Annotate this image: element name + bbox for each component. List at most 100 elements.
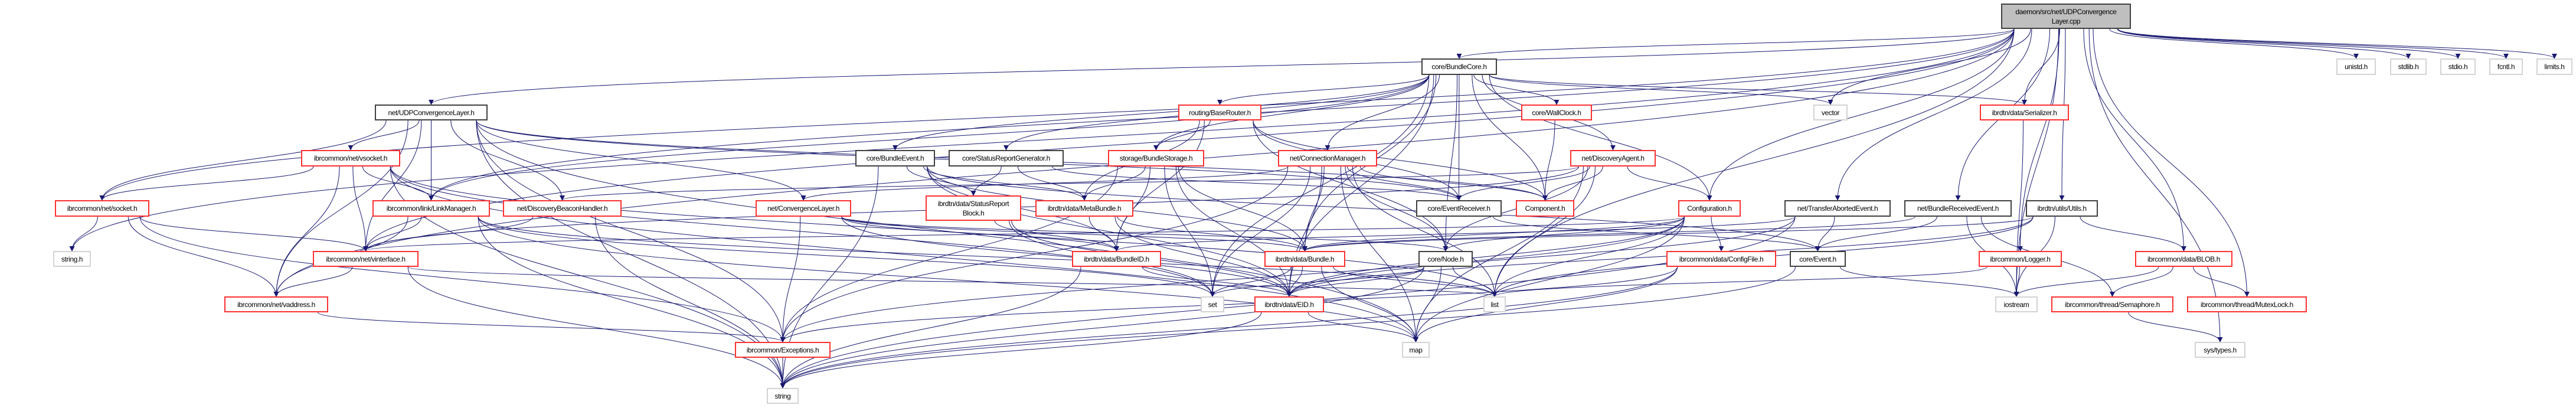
graph-node: core/BundleCore.h <box>1421 58 1497 75</box>
dependency-edge <box>780 266 1678 389</box>
dependency-edge <box>560 166 1579 201</box>
graph-node[interactable]: ibrcommon/data/ConfigFile.h <box>1666 251 1776 267</box>
dependency-edge <box>390 166 1215 297</box>
dependency-edge <box>1286 216 2034 297</box>
graph-node[interactable]: routing/BaseRouter.h <box>1178 105 1261 120</box>
graph-node: string <box>767 388 799 404</box>
graph-node[interactable]: ibrdtn/data/StatusReport Block.h <box>926 195 1021 221</box>
dependency-edge <box>841 216 1307 252</box>
graph-node[interactable]: storage/BundleStorage.h <box>1108 150 1204 167</box>
graph-node[interactable]: net/ConnectionManager.h <box>1278 150 1377 167</box>
dependency-edge <box>994 220 1119 252</box>
dependency-edge <box>1492 216 1685 297</box>
dependency-edge <box>1815 216 1835 252</box>
dependency-edge <box>317 312 786 342</box>
graph-node[interactable]: ibrcommon/thread/MutexLock.h <box>2187 296 2307 312</box>
dependency-edge <box>780 216 801 342</box>
graph-node[interactable]: ibrcommon/Logger.h <box>1979 251 2062 267</box>
graph-node[interactable]: ibrdtn/data/Serializer.h <box>1980 105 2069 120</box>
graph-node[interactable]: ibrcommon/net/vsocket.h <box>301 150 400 167</box>
dependency-edge <box>429 28 2015 105</box>
dependency-edge <box>2013 266 2159 297</box>
dependency-edge <box>2110 266 2173 297</box>
dependency-edge <box>1142 266 1292 297</box>
dependency-edge <box>780 312 1262 389</box>
dependency-edge <box>352 166 368 252</box>
dependency-edge <box>1413 266 1441 342</box>
dependency-edge <box>1217 74 1430 105</box>
dependency-edge <box>1302 216 1685 252</box>
dependency-edge <box>841 216 1292 297</box>
dependency-edge <box>1711 216 1724 252</box>
dependency-edge <box>2088 28 2223 342</box>
graph-node: stdio.h <box>2440 58 2476 75</box>
graph-node[interactable]: ibrcommon/thread/Semaphore.h <box>2051 296 2173 312</box>
dependency-edge <box>1456 166 1590 201</box>
dependency-edge <box>2128 312 2223 342</box>
graph-node[interactable]: ibrdtn/data/BundleID.h <box>1072 251 1161 267</box>
graph-node[interactable]: ibrdtn/data/MetaBundle.h <box>1035 200 1133 217</box>
dependency-edge <box>2117 28 2411 59</box>
dependency-edge <box>128 216 279 297</box>
graph-node[interactable]: ibrcommon/link/LinkManager.h <box>372 200 490 217</box>
dependency-edge <box>1325 74 1440 151</box>
dependency-edge <box>1493 216 1820 252</box>
dependency-edge <box>407 266 786 389</box>
graph-node[interactable]: net/DiscoveryBeaconHandler.h <box>503 200 622 217</box>
graph-node: set <box>1201 296 1224 312</box>
dependency-edge <box>841 216 1119 252</box>
dependency-edge <box>273 120 408 297</box>
dependency-edge <box>1175 166 1292 297</box>
graph-node[interactable]: ibrcommon/net/socket.h <box>55 200 149 217</box>
dependency-edge <box>1153 120 1211 151</box>
graph-node[interactable]: ibrcommon/net/vaddress.h <box>224 296 328 312</box>
graph-node[interactable]: ibrcommon/Exceptions.h <box>735 342 831 358</box>
dependency-edge <box>1302 216 1915 252</box>
dependency-edge <box>927 166 1820 252</box>
dependency-edge <box>1321 266 1418 342</box>
graph-node[interactable]: Component.h <box>1516 200 1574 217</box>
dependency-edge <box>2093 28 2250 297</box>
dependency-edge <box>1443 216 1685 252</box>
graph-node[interactable]: ibrcommon/net/vinterface.h <box>313 251 419 267</box>
graph-node: fcntl.h <box>2489 58 2523 75</box>
dependency-edge <box>1492 28 2015 297</box>
dependency-edge <box>1117 216 1307 252</box>
graph-node: net/TransferAbortedEvent.h <box>1784 200 1891 217</box>
graph-node: iostream <box>1995 296 2038 312</box>
graph-node[interactable]: ibrdtn/data/EID.h <box>1254 296 1324 312</box>
graph-node[interactable]: ibrdtn/data/Bundle.h <box>1264 251 1345 267</box>
graph-node: limits.h <box>2536 58 2572 75</box>
dependency-edge <box>893 74 1430 151</box>
dependency-edge <box>429 74 1430 201</box>
graph-node[interactable]: ibrcommon/data/BLOB.h <box>2135 251 2232 267</box>
dependency-edge <box>927 166 1119 252</box>
dependency-edge <box>273 266 353 297</box>
graph-node[interactable]: Configuration.h <box>1678 200 1741 217</box>
graph-node: list <box>1483 296 1506 312</box>
graph-node[interactable]: net/DiscoveryAgent.h <box>1570 150 1656 167</box>
dependency-edge <box>1492 266 1987 297</box>
dependency-edge <box>478 216 786 389</box>
dependency-edge <box>1114 216 1292 297</box>
dependency-edge <box>1489 74 1712 201</box>
graph-node: core/StatusReportGenerator.h <box>949 150 1064 167</box>
dependency-edge <box>780 216 1685 342</box>
dependency-edge <box>1340 166 1418 342</box>
dependency-edge <box>2109 28 2359 59</box>
graph-node: core/BundleEvent.h <box>855 150 935 167</box>
dependency-edge <box>1815 216 1937 252</box>
dependency-edge <box>2117 28 2509 59</box>
dependency-edge <box>2117 28 2557 59</box>
dependency-edge <box>841 216 1449 252</box>
graph-node[interactable]: core/WallClock.h <box>1521 105 1592 120</box>
graph-node[interactable]: net/ConvergenceLayer.h <box>756 200 851 217</box>
dependency-edge <box>1253 120 1548 201</box>
dependency-edge <box>1707 28 2015 201</box>
dependency-edge <box>363 216 422 252</box>
dependency-edge <box>1473 74 1560 105</box>
dependency-edge <box>923 166 1087 201</box>
dependency-edge <box>139 216 368 252</box>
graph-node: core/Event.h <box>1790 251 1846 267</box>
